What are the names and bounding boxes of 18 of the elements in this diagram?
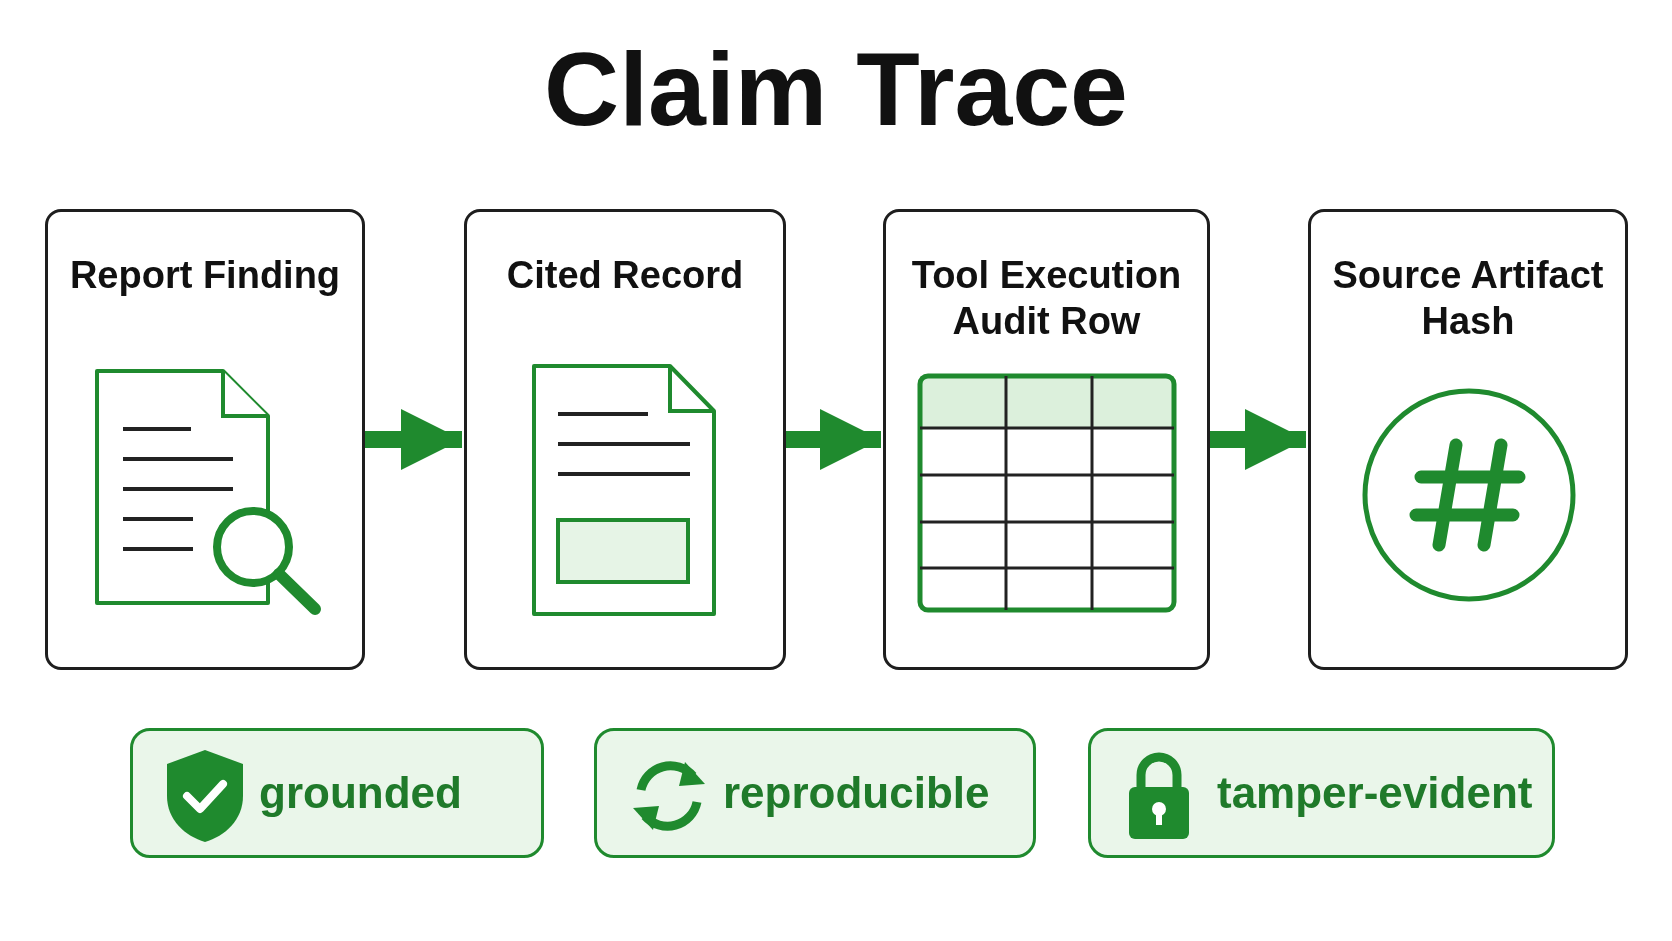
step-title: Tool Execution Audit Row	[910, 253, 1183, 344]
step-title: Cited Record	[505, 253, 745, 298]
step-title: Source Artifact Hash	[1331, 253, 1605, 344]
arrow	[365, 408, 462, 471]
step-card	[1308, 209, 1628, 670]
diagram-title: Claim Trace	[543, 30, 1129, 149]
arrow	[786, 408, 881, 471]
badge-label: grounded	[259, 767, 462, 819]
step-card	[464, 209, 786, 670]
step-title: Report Finding	[68, 253, 342, 298]
property-badge	[130, 728, 544, 858]
badge-label: tamper-evident	[1217, 767, 1533, 819]
property-badge	[1088, 728, 1555, 858]
badge-label: reproducible	[723, 767, 990, 819]
arrow	[1210, 408, 1306, 471]
step-card	[883, 209, 1210, 670]
step-card	[45, 209, 365, 670]
property-badge	[594, 728, 1036, 858]
